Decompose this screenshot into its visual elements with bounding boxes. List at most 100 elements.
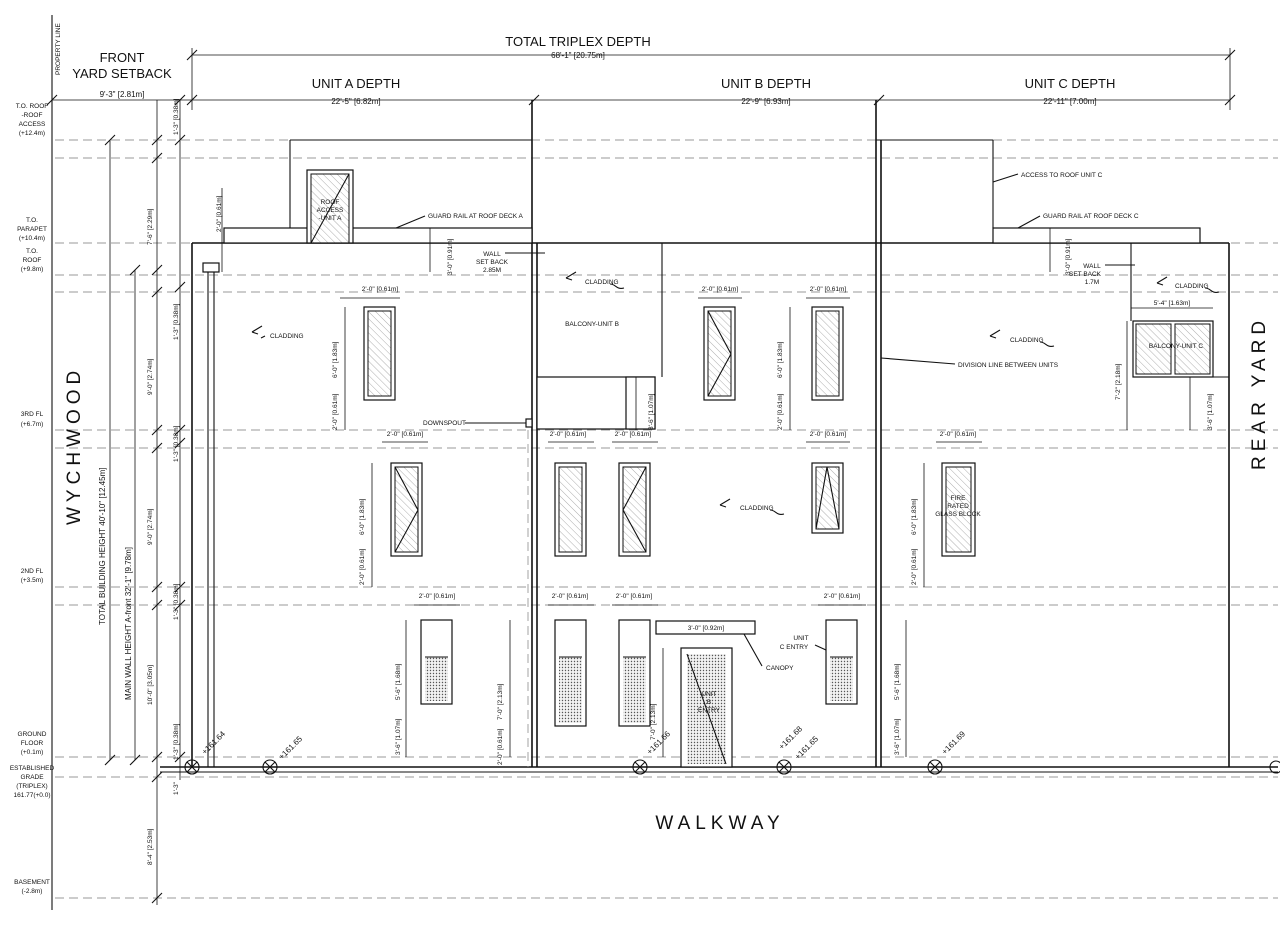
vdim-2: 7'-6" [2.29m]: [147, 208, 154, 245]
vdim-8: 10'-0" [3.05m]: [147, 665, 154, 705]
canopy: [655, 620, 756, 635]
dim-w2-e: 2'-0" [0.61m]: [940, 431, 977, 438]
dim-h3-a: 6'-0" [1.83m]: [332, 341, 339, 378]
level-second-2: (+3.5m): [21, 577, 44, 584]
balcony-c-label: BALCONY-UNIT C: [1149, 343, 1203, 350]
wall-setback-b-1: WALL: [483, 251, 501, 258]
property-line-label: PROPERTY LINE: [55, 23, 62, 75]
roof-access-2: ACCESS: [317, 207, 344, 214]
unit-b-entry: UNIT B ENTRY: [655, 620, 756, 768]
level-parapet-3: (+10.4m): [19, 235, 45, 242]
rear-yard-label: REAR YARD: [1249, 316, 1270, 470]
front-setback-line1: FRONT: [100, 50, 145, 65]
annotations: GUARD RAIL AT ROOF DECK A GUARD RAIL AT …: [270, 172, 1209, 672]
dim-parapet-a: 2'-0" [0.61m]: [216, 195, 223, 232]
vdim-5: 1'-3" [0.38m]: [173, 425, 180, 462]
level-roof-access-3: ACCESS: [19, 121, 46, 128]
level-grade-3: (TRIPLEX): [16, 783, 47, 790]
dim-sill2-c: 2'-0" [0.61m]: [911, 548, 918, 585]
level-roof-access-4: (+12.4m): [19, 130, 45, 137]
building-outline: [160, 100, 1278, 773]
front-setback-dim: 9'-3" [2.81m]: [100, 90, 145, 99]
vdim-3: 1'-3" [0.38m]: [173, 303, 180, 340]
cladding-4: CLADDING: [1010, 337, 1044, 344]
window-dimension-lines: [221, 188, 1213, 757]
elev-6: +161.69: [940, 729, 967, 756]
vdim-10: 1'-3": [173, 781, 180, 795]
dim-w1-c: 2'-0" [0.61m]: [616, 593, 653, 600]
vdim-11: 8'-4" [2.53m]: [147, 828, 154, 865]
unit-b-depth-dim: 22'-9" [6.93m]: [741, 97, 790, 106]
roof-access-1: ROOF: [321, 199, 340, 206]
vdim-7: 1'-3" [0.38m]: [173, 583, 180, 620]
dim-guard-c: 3'-0" [0.91m]: [1065, 238, 1072, 275]
roof-access-3: -UNIT A: [319, 215, 343, 222]
dim-guard-a: 3'-0" [0.91m]: [447, 238, 454, 275]
cladding-5: CLADDING: [1175, 283, 1209, 290]
cladding-2: CLADDING: [585, 279, 619, 286]
street-wychwood: WYCHWOOD: [64, 366, 85, 525]
dim-w2-a: 2'-0" [0.61m]: [387, 431, 424, 438]
guard-rail-c: GUARD RAIL AT ROOF DECK C: [1043, 213, 1139, 220]
unit-b-entry-3: ENTRY: [698, 707, 721, 714]
division-line-label: DIVISION LINE BETWEEN UNITS: [958, 362, 1059, 369]
unit-a-depth-dim: 22'-5" [6.82m]: [331, 97, 380, 106]
dim-balc-c-w: 5'-4" [1.63m]: [1154, 300, 1191, 307]
dim-w2-c: 2'-0" [0.61m]: [615, 431, 652, 438]
level-grade-2: GRADE: [20, 774, 44, 781]
downspout-label: DOWNSPOUT: [423, 420, 466, 427]
wall-setback-c-1: WALL: [1083, 263, 1101, 270]
unit-b-entry-2: B: [707, 699, 711, 706]
unit-b-entry-1: UNIT: [701, 691, 716, 698]
dim-sill3-a: 2'-0" [0.61m]: [332, 393, 339, 430]
dim-lower-win-a: 5'-6" [1.68m]: [395, 663, 402, 700]
dim-w1-b: 2'-0" [0.61m]: [552, 593, 589, 600]
access-roof-c: ACCESS TO ROOF UNIT C: [1021, 172, 1103, 179]
level-grade-4: 161.77(+0.0): [13, 792, 50, 799]
level-third-2: (+6.7m): [21, 421, 44, 428]
total-depth-label: TOTAL TRIPLEX DEPTH: [505, 34, 650, 49]
cladding-1: CLADDING: [270, 333, 304, 340]
dim-balcony-b: 3'-6" [1.07m]: [648, 393, 655, 430]
level-ground-1: GROUND: [18, 731, 47, 738]
vdim-4: 9'-0" [2.74m]: [147, 358, 154, 395]
dim-sill-b: 2'-0" [0.61m]: [497, 728, 504, 765]
level-labels: T.O. ROOF -ROOF ACCESS (+12.4m) T.O. PAR…: [10, 103, 55, 895]
wall-setback-c-3: 1.7M: [1085, 279, 1099, 286]
dim-w3-b: 2'-0" [0.61m]: [702, 286, 739, 293]
dim-door-h-b: 7'-0" [2.13m]: [497, 683, 504, 720]
fire-glass-1: FIRE: [951, 495, 966, 502]
main-wall-height: MAIN WALL HEIGHT A-front 32'-1" [9.78m]: [124, 547, 133, 700]
level-basement-2: (-2.8m): [22, 888, 43, 895]
dim-h3-c: 6'-0" [1.83m]: [777, 341, 784, 378]
fire-glass-2: RATED: [947, 503, 969, 510]
dim-w1-d: 2'-0" [0.61m]: [824, 593, 861, 600]
unit-c-entry-2: C ENTRY: [780, 644, 809, 651]
dim-w2-b: 2'-0" [0.61m]: [550, 431, 587, 438]
unit-c-depth-dim: 22'-11" [7.00m]: [1043, 97, 1096, 106]
level-roof-access-1: T.O. ROOF: [16, 103, 49, 110]
level-ground-2: FLOOR: [21, 740, 44, 747]
level-parapet-1: T.O.: [26, 217, 38, 224]
cladding-arrows: [251, 271, 1220, 515]
balcony-b-label: BALCONY-UNIT B: [565, 321, 619, 328]
level-second-1: 2ND FL: [21, 568, 44, 575]
unit-b-depth-label: UNIT B DEPTH: [721, 76, 811, 91]
level-basement-1: BASEMENT: [14, 879, 50, 886]
dim-h2-a: 6'-0" [1.83m]: [359, 498, 366, 535]
dim-w1-a: 2'-0" [0.61m]: [419, 593, 456, 600]
elevation-labels: +161.64 +161.65 +161.66 +161.68 +161.65 …: [200, 724, 967, 761]
windows: [363, 306, 976, 727]
total-building-height: TOTAL BUILDING HEIGHT 40'-10" [12.45m]: [98, 468, 107, 625]
cladding-3: CLADDING: [740, 505, 774, 512]
dim-h2-c: 6'-0" [1.83m]: [911, 498, 918, 535]
level-ground-3: (+0.1m): [21, 749, 44, 756]
level-roof-3: (+9.8m): [21, 266, 44, 273]
roof-access-door-a: ROOF ACCESS -UNIT A: [306, 169, 354, 244]
wall-setback-b-2: SET BACK: [476, 259, 509, 266]
total-depth-dim: 68'-1" [20.75m]: [551, 51, 605, 60]
guard-rail-a: GUARD RAIL AT ROOF DECK A: [428, 213, 524, 220]
dim-sill3-c: 2'-0" [0.61m]: [777, 393, 784, 430]
front-setback-line2: YARD SETBACK: [72, 66, 172, 81]
dim-lower-win-c: 5'-6" [1.68m]: [894, 663, 901, 700]
